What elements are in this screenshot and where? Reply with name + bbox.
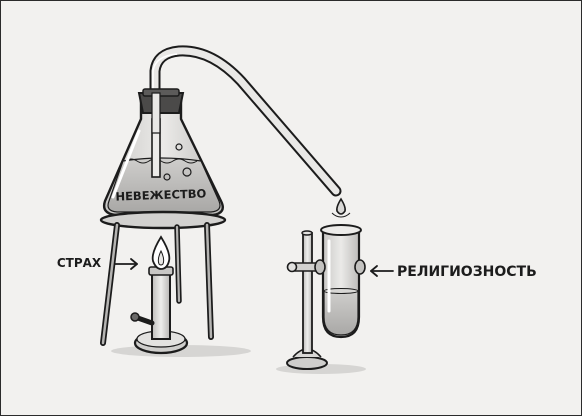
flask-label: НЕВЕЖЕСТВО: [115, 186, 207, 203]
religiosity-arrow-icon: [370, 265, 394, 277]
drop-icon: [331, 197, 351, 218]
religiosity-label: РЕЛИГИОЗНОСТЬ: [397, 264, 537, 280]
tripod-stand: [99, 210, 227, 346]
delivery-tube: [149, 45, 342, 197]
flame-icon: [151, 235, 171, 270]
fear-arrow-icon: [114, 258, 138, 270]
burner: [130, 266, 189, 355]
fear-label: СТРАХ: [57, 256, 102, 270]
erlenmeyer-flask: [102, 88, 224, 217]
test-tube: [314, 224, 366, 339]
